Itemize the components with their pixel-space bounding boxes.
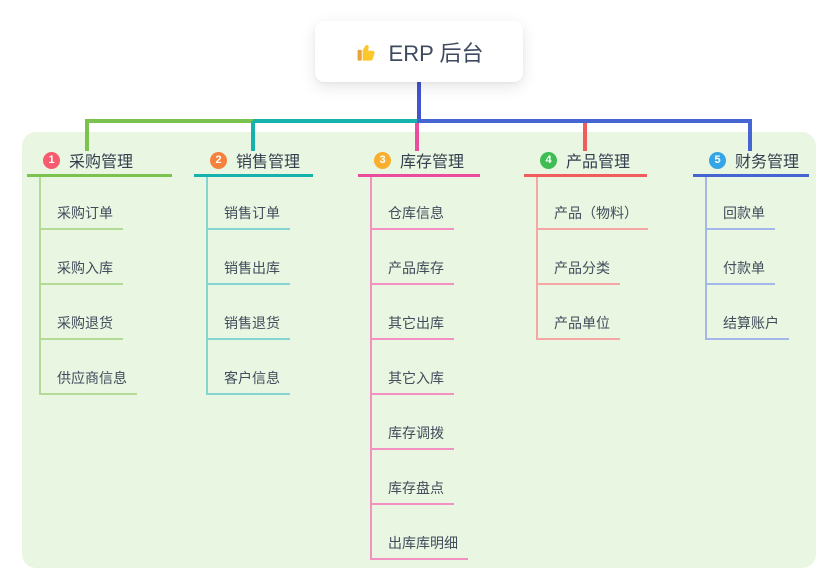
drop-line-inventory (415, 123, 419, 151)
branch-number-badge: 5 (709, 151, 726, 169)
branch-sales: 2 销售管理 销售订单销售出库销售退货客户信息 (194, 146, 313, 395)
branch-label: 库存管理 (400, 154, 465, 171)
mindmap-child-node[interactable]: 库存调拨 (370, 413, 454, 450)
mindmap-child-node[interactable]: 产品分类 (536, 248, 620, 285)
thumbs-up-icon (355, 41, 378, 63)
drop-line-sales (251, 121, 255, 151)
branch-finance: 5 财务管理 回款单付款单结算账户 (693, 146, 809, 340)
mindmap-child-node[interactable]: 回款单 (705, 193, 775, 230)
branch-inventory: 3 库存管理 仓库信息产品库存其它出库其它入库库存调拨库存盘点出库库明细 (358, 146, 480, 560)
bus-segment-sales (253, 119, 417, 123)
root-label: ERP 后台 (388, 40, 484, 66)
branch-label: 销售管理 (236, 154, 301, 171)
branch-header[interactable]: 5 财务管理 (693, 146, 809, 177)
branch-product: 4 产品管理 产品（物料） 产品分类产品单位 (524, 146, 648, 340)
branch-procurement: 1 采购管理 采购订单采购入库采购退货供应商信息 (27, 146, 172, 395)
mindmap-child-node[interactable]: 付款单 (705, 248, 775, 285)
branch-child-line (705, 177, 707, 340)
root-connector-line (417, 82, 421, 123)
mindmap-child-node[interactable]: 仓库信息 (370, 193, 454, 230)
branch-header[interactable]: 3 库存管理 (358, 146, 480, 177)
drop-line-procurement (85, 121, 89, 151)
mindmap-child-node[interactable]: 其它出库 (370, 303, 454, 340)
mindmap-child-node[interactable]: 结算账户 (705, 303, 789, 340)
branch-label: 产品管理 (566, 154, 631, 171)
branch-header[interactable]: 2 销售管理 (194, 146, 313, 177)
mindmap-child-node[interactable]: 销售退货 (206, 303, 290, 340)
branch-number-badge: 2 (210, 151, 227, 169)
mindmap-child-node[interactable]: 客户信息 (206, 358, 290, 395)
branch-label: 财务管理 (735, 154, 800, 171)
mindmap-child-node[interactable]: 产品（物料） (536, 193, 648, 230)
branch-header[interactable]: 4 产品管理 (524, 146, 647, 177)
branch-number-badge: 1 (43, 151, 60, 169)
bus-segment-procurement (85, 119, 255, 123)
mindmap-child-node[interactable]: 采购订单 (39, 193, 123, 230)
branch-label: 采购管理 (69, 154, 134, 171)
mindmap-child-node[interactable]: 采购入库 (39, 248, 123, 285)
mindmap-child-node[interactable]: 销售出库 (206, 248, 290, 285)
mindmap-child-node[interactable]: 其它入库 (370, 358, 454, 395)
branch-child-line (536, 177, 538, 340)
branch-child-line (206, 177, 208, 395)
mindmap-child-node[interactable]: 库存盘点 (370, 468, 454, 505)
branch-child-line (370, 177, 372, 560)
mindmap-child-node[interactable]: 采购退货 (39, 303, 123, 340)
mindmap-child-node[interactable]: 销售订单 (206, 193, 290, 230)
drop-line-product (583, 123, 587, 151)
branch-child-line (39, 177, 41, 395)
branch-number-badge: 4 (540, 151, 557, 169)
mindmap-child-node[interactable]: 产品库存 (370, 248, 454, 285)
mindmap-child-node[interactable]: 供应商信息 (39, 358, 137, 395)
branch-number-badge: 3 (374, 151, 391, 169)
branch-header[interactable]: 1 采购管理 (27, 146, 172, 177)
root-node[interactable]: ERP 后台 (315, 21, 523, 82)
drop-line-finance (748, 121, 752, 151)
mindmap-child-node[interactable]: 出库库明细 (370, 523, 468, 560)
bus-segment-finance (417, 119, 752, 123)
mindmap-child-node[interactable]: 产品单位 (536, 303, 620, 340)
branches-panel (22, 132, 816, 568)
